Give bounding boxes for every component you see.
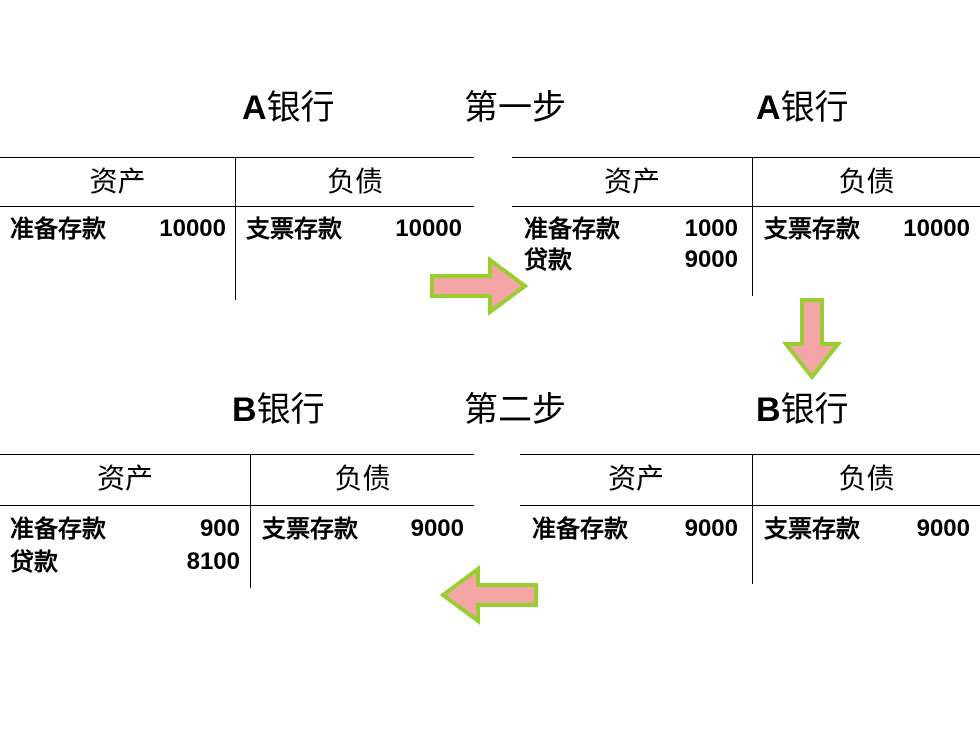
bank-b-left-title: B银行 xyxy=(232,390,325,430)
bank-a-right-title: A银行 xyxy=(756,88,849,128)
top-rule xyxy=(520,454,980,455)
divider xyxy=(752,454,753,584)
liability-label: 支票存款 xyxy=(246,215,342,243)
step1-title: 第一步 xyxy=(464,88,566,128)
liabilities-header: 负债 xyxy=(326,165,383,198)
header-rule xyxy=(512,206,980,207)
header-rule xyxy=(520,505,980,506)
top-rule xyxy=(0,157,474,158)
down-arrow-icon xyxy=(781,298,843,381)
step2-title: 第二步 xyxy=(464,390,566,430)
liability-label: 支票存款 xyxy=(764,215,860,243)
asset-label: 贷款 xyxy=(524,246,572,274)
assets-header: 资产 xyxy=(603,165,660,198)
asset-label: 贷款 xyxy=(10,548,58,576)
assets-header: 资产 xyxy=(607,462,664,495)
liabilities-header: 负债 xyxy=(838,165,895,198)
assets-header: 资产 xyxy=(89,165,146,198)
top-rule xyxy=(0,454,474,455)
asset-value: 8100 xyxy=(186,548,240,575)
asset-label: 准备存款 xyxy=(532,515,628,543)
liabilities-header: 负债 xyxy=(334,462,391,495)
bank-b-right-title: B银行 xyxy=(756,390,849,430)
asset-value: 1000 xyxy=(684,215,738,242)
divider xyxy=(235,157,236,300)
header-rule xyxy=(0,505,474,506)
liabilities-header: 负债 xyxy=(838,462,895,495)
liability-value: 9000 xyxy=(410,515,464,542)
assets-header: 资产 xyxy=(96,462,153,495)
liability-label: 支票存款 xyxy=(764,515,860,543)
asset-value: 9000 xyxy=(684,515,738,542)
asset-label: 准备存款 xyxy=(10,215,106,243)
asset-value: 9000 xyxy=(684,246,738,273)
liability-value: 9000 xyxy=(916,515,970,542)
asset-value: 10000 xyxy=(159,215,226,242)
asset-label: 准备存款 xyxy=(10,515,106,543)
left-arrow-icon xyxy=(439,565,538,625)
right-arrow-icon xyxy=(430,256,529,316)
liability-value: 10000 xyxy=(395,215,462,242)
asset-value: 900 xyxy=(199,515,240,542)
liability-value: 10000 xyxy=(903,215,970,242)
liability-label: 支票存款 xyxy=(262,515,358,543)
divider xyxy=(250,454,251,588)
divider xyxy=(752,157,753,296)
header-rule xyxy=(0,206,474,207)
asset-label: 准备存款 xyxy=(524,215,620,243)
top-rule xyxy=(512,157,980,158)
bank-a-left-title: A银行 xyxy=(242,88,335,128)
